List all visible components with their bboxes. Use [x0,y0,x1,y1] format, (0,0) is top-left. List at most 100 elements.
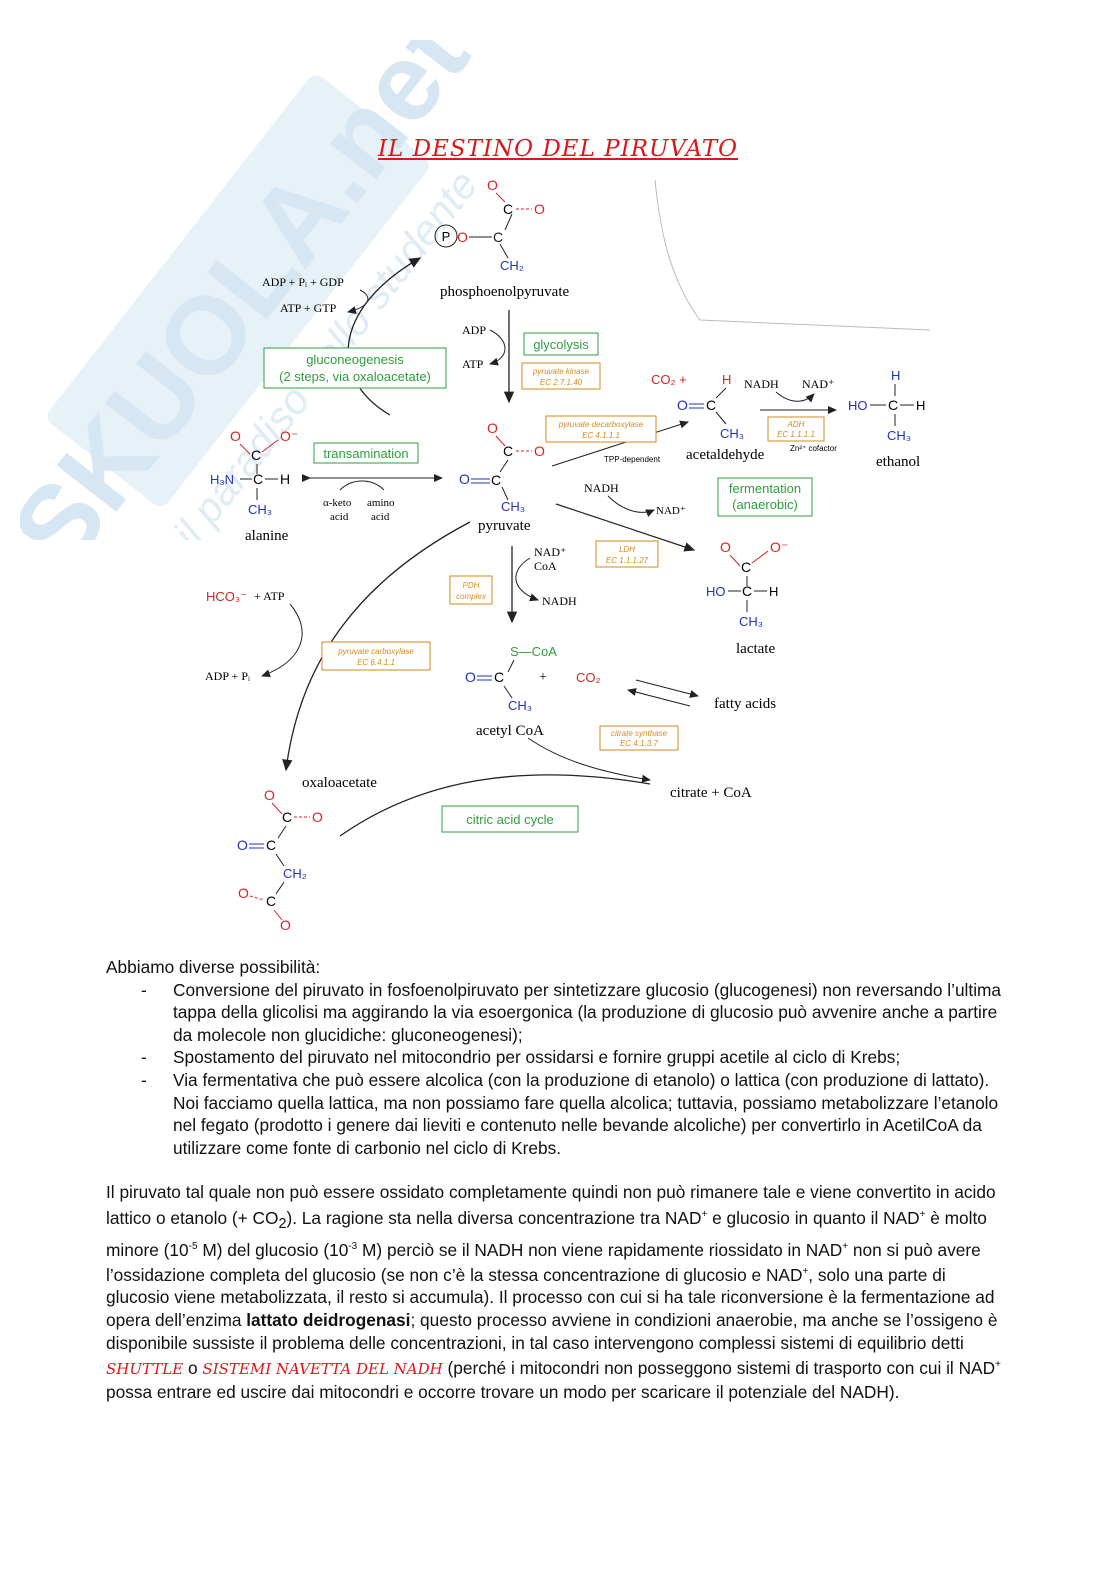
bold-term: lattato deidrogenasi [246,1310,411,1331]
oxaloacetate-molecule: O C O O C CH₂ C O O [237,787,323,930]
text-run: è molto minore (10 [106,1207,987,1260]
svg-text:O: O [230,428,241,444]
svg-text:O: O [264,787,275,803]
co2-plus-label: CO₂ + [651,372,687,387]
svg-text:O: O [459,471,470,487]
adp-atp-arrow [489,329,506,366]
list-item-text: Spostamento del piruvato nel mitocondrio… [173,1047,901,1068]
pyruvate-kinase-box [521,362,601,390]
acetyl-coa-label: acetyl CoA [476,723,544,739]
svg-text:C: C [888,397,898,413]
glycolysis-label: glycolysis [533,337,589,352]
ldh-arrow [555,503,696,552]
pyruvate-kinase-ec: EC 2.7.1.40 [540,378,583,387]
adp-pi-gdp-label: ADP + Pᵢ + GDP [262,275,344,289]
page-title: IL DESTINO DEL PIRUVATO [377,136,739,162]
phosphate-label: P [442,229,451,244]
acetaldehyde-label: acetaldehyde [686,447,765,463]
zn-cofactor-label: Zn²⁺ cofactor [790,444,837,453]
text-run: possa entrare ed uscire dai mitocondri e… [106,1381,900,1402]
superscript: + [802,1266,809,1278]
possibilities-list: -Conversione del piruvato in fosfoenolpi… [106,979,1006,1160]
superscript: -3 [348,1240,358,1252]
citric-acid-cycle-label: citric acid cycle [466,812,553,827]
oxaloacetate-to-citrate-arrow [339,774,651,837]
svg-text:H: H [916,398,925,413]
alanine-label: alanine [245,528,289,544]
text-run: , solo una parte di glucosio viene metab… [106,1264,995,1331]
citrate-synthase-label: citrate synthase [611,729,668,738]
text-run: non si può avere l’ossidazione completa … [106,1239,981,1285]
svg-text:H: H [722,372,731,387]
svg-text:O: O [534,443,545,459]
superscript: -5 [188,1240,198,1252]
svg-text:O: O [238,885,249,901]
citrate-coa-label: citrate + CoA [670,785,752,801]
svg-text:CH₃: CH₃ [248,502,272,517]
pep-c-atom: C [493,229,503,245]
ldh-label: LDH [619,545,635,554]
acid-label-1: acid [330,511,349,523]
citrate-synthase-ec: EC 4.1.3.7 [620,739,658,748]
pyruvate-kinase-label: pyruvate kinase [532,367,590,376]
pyruvate-decarboxylase-ec: EC 4.1.1.1 [582,431,620,440]
pyruvate-carboxylase-label: pyruvate carboxylase [337,647,414,656]
svg-text:H₃N: H₃N [210,472,234,487]
fermentation-label: fermentation [729,481,801,496]
anaerobic-label: (anaerobic) [732,497,798,512]
superscript: + [995,1359,1001,1371]
svg-text:C: C [494,669,504,685]
lactate-label: lactate [736,641,775,657]
fatty-acids-label: fatty acids [714,696,776,712]
co2-label: CO₂ [576,670,601,685]
keto-amino-curve [339,480,385,491]
gtp-side-arrow [347,289,369,314]
nad-coa-label-2: CoA [534,559,557,573]
text-run: ; questo processo avviene in condizioni … [106,1310,998,1353]
ldh-ec: EC 1.1.1.27 [606,556,649,565]
peptide-o-atom: O [457,229,468,245]
s-coa-label: S—CoA [510,644,557,659]
carboxylase-arrow [282,521,471,772]
list-item-text: Via fermentativa che può essere alcolica… [173,1069,999,1158]
adh-label: ADH [787,420,805,429]
pyruvate-decarboxylase-box [545,415,657,443]
ethanol-label: ethanol [876,454,920,470]
gluconeogenesis-box [263,347,447,389]
nadh-mid-label: NADH [584,481,619,495]
acetaldehyde-molecule: H O C CH₃ [677,372,744,441]
svg-text:O: O [312,809,323,825]
pep-o-minus: O [487,177,498,193]
svg-text:O⁻: O⁻ [770,539,788,555]
svg-text:H: H [769,584,778,599]
list-item: -Spostamento del piruvato nel mitocondri… [106,1046,1006,1069]
svg-text:H: H [891,368,900,383]
pyruvate-carboxylase-box [321,641,431,671]
hco3-label: HCO₃⁻ [206,589,247,604]
svg-text:O: O [237,837,248,853]
svg-text:C: C [741,559,751,575]
plus-label: + [539,670,547,685]
pep-ch2: CH₂ [500,258,524,273]
tpp-dependent-label: TPP-dependent [604,455,661,464]
pyruvate-decarboxylase-label: pyruvate decarboxylase [558,420,644,429]
svg-text:CH₃: CH₃ [501,499,525,514]
adh-cofactor-arrow [775,391,815,403]
red-highlight-term: SHUTTLE [106,1360,184,1379]
gluconeogenesis-arrow [347,257,422,416]
nad-top-label: NAD⁺ [802,377,834,391]
svg-text:O: O [280,917,291,930]
atp-gtp-label: ATP + GTP [280,301,337,315]
svg-text:C: C [706,397,716,413]
fermentation-box [717,477,813,517]
svg-text:CH₃: CH₃ [887,428,911,443]
watermark-band [47,75,429,507]
nadh-nad-arrow [607,495,655,517]
pyruvate-fate-diagram: P O C C O O CH₂ phosphoenolpyruvate ADP … [205,177,930,930]
adh-ec: EC 1.1.1.1 [777,430,815,439]
ethanol-molecule: H HO C H CH₃ [848,368,925,443]
background-sketch-line [654,179,930,331]
ldh-box [595,540,659,568]
acid-label-2: acid [371,511,390,523]
